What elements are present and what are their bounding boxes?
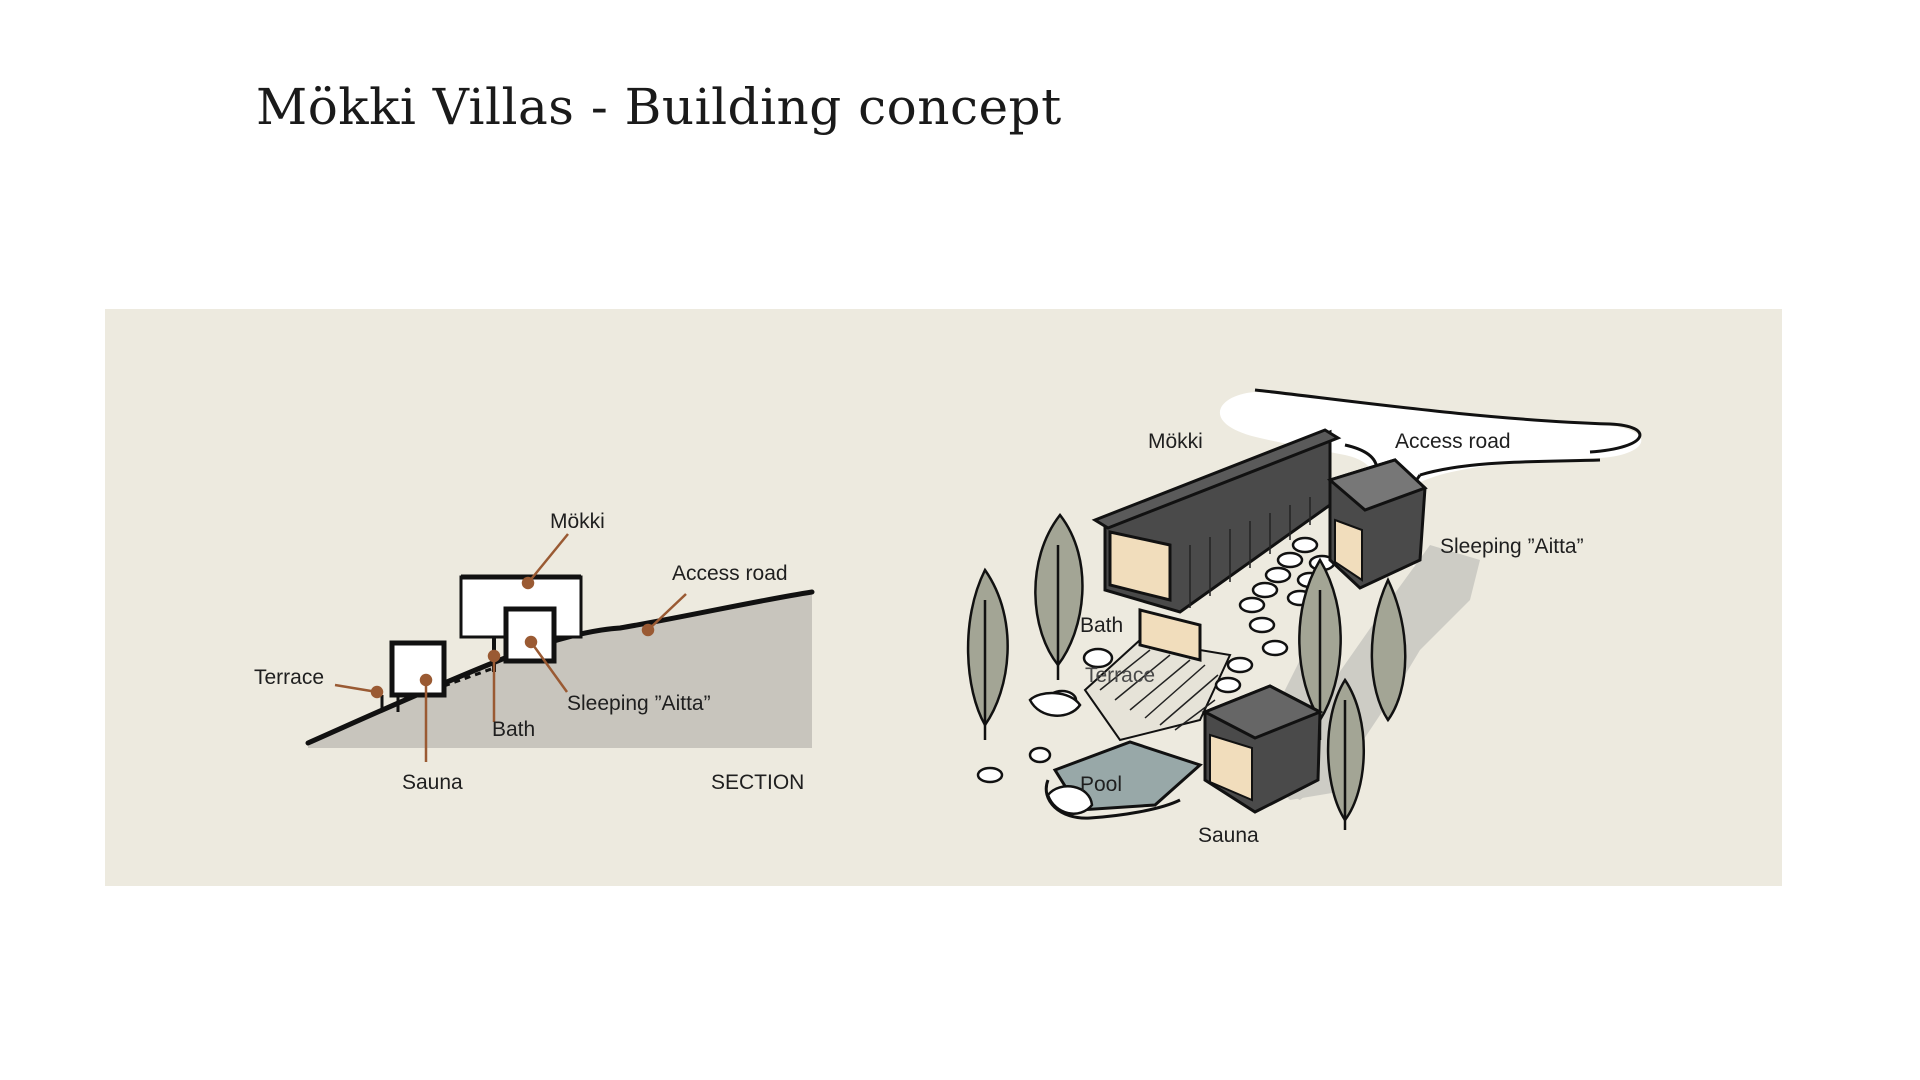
axo-label-mokki: Mökki bbox=[1148, 430, 1203, 453]
axo-label-pool: Pool bbox=[1080, 773, 1122, 796]
section-drawing: Mökki Access road Terrace Sleeping ”Aitt… bbox=[254, 510, 815, 794]
axo-label-sleeping-aitta: Sleeping ”Aitta” bbox=[1440, 535, 1584, 558]
section-caption: SECTION bbox=[711, 771, 804, 794]
section-leaders bbox=[334, 533, 687, 762]
axo-label-sauna: Sauna bbox=[1198, 824, 1259, 847]
section-label-access-road: Access road bbox=[672, 562, 788, 585]
section-label-terrace: Terrace bbox=[254, 666, 324, 689]
axo-label-access-road: Access road bbox=[1395, 430, 1511, 453]
axo-sauna-cabin bbox=[1201, 684, 1324, 814]
drawing-panel bbox=[105, 309, 1782, 886]
axo-trees bbox=[966, 512, 1407, 830]
section-label-sleeping-aitta: Sleeping ”Aitta” bbox=[567, 692, 711, 715]
axo-bath bbox=[1138, 608, 1202, 662]
section-aitta bbox=[503, 606, 557, 664]
section-sauna bbox=[389, 640, 447, 698]
axo-mokki-cabin bbox=[1091, 428, 1342, 614]
axo-terrace bbox=[1083, 638, 1232, 742]
axo-stepping-stones bbox=[976, 536, 1336, 784]
axonometric-drawing: Mökki Access road Sleeping ”Aitta” Bath … bbox=[966, 388, 1642, 847]
section-label-sauna: Sauna bbox=[402, 771, 463, 794]
axo-label-bath: Bath bbox=[1080, 614, 1123, 637]
section-ground-line bbox=[305, 589, 815, 746]
axo-aitta-cabin bbox=[1326, 458, 1428, 590]
section-label-bath: Bath bbox=[492, 718, 535, 741]
section-ground bbox=[308, 592, 812, 748]
section-label-mokki: Mökki bbox=[550, 510, 605, 533]
page-title: Mökki Villas - Building concept bbox=[256, 78, 1062, 136]
axo-label-terrace: Terrace bbox=[1085, 664, 1155, 687]
